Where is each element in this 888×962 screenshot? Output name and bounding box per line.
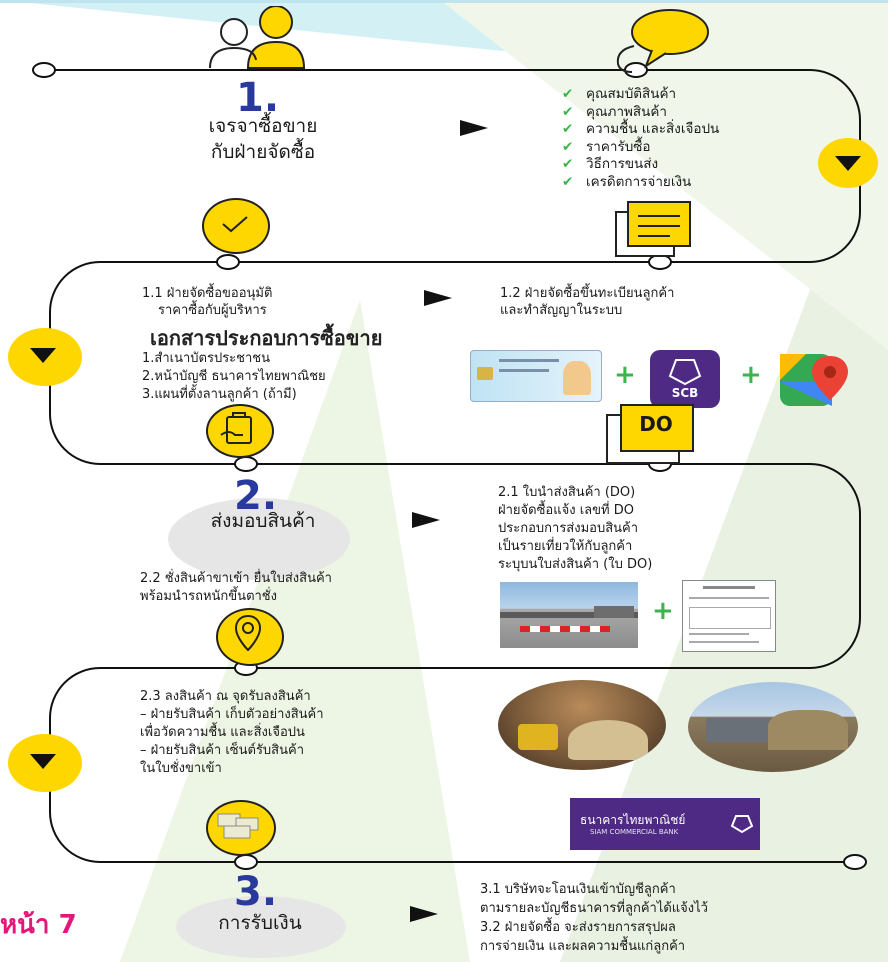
step2-2-text: 2.2 ชั่งสินค้าขาเข้า ยื่นใบส่งสินค้า พร้… [140,571,332,604]
step1-1-line2: ราคาซื้อกับผู้บริหาร [158,303,267,318]
plus-icon: + [652,596,674,626]
path-node [32,62,56,78]
plus-icon: + [614,360,636,390]
scb-label: SCB [671,386,699,400]
documents-list: 1.สำเนาบัตรประชาชน 2.หน้าบัญชี ธนาคารไทย… [142,350,326,404]
delivery-slip-image [682,580,776,652]
chat-bubbles-icon [616,9,709,73]
step2-title: ส่งมอบสินค้า [210,510,316,532]
document-item: 3.แผนที่ตั้งลานลูกค้า (ถ้ามี) [142,387,297,402]
checkmark-icon [222,216,248,233]
bank-name-en: SIAM COMMERCIAL BANK [590,828,679,836]
step2-arrow [412,512,440,528]
down-triangle-icon [835,156,861,171]
step1-title-line1: เจรจาซื้อขาย [208,115,318,137]
step3-title: การรับเงิน [218,912,302,934]
do-label: DO [639,412,673,436]
unloading-photo-2 [688,682,858,772]
step2-1-text: 2.1 ใบนำส่งสินค้า (DO) ฝ่ายจัดซื้อแจ้ง เ… [498,485,653,572]
check-icon: ✔ [562,121,574,137]
checklist-item: ✔คุณสมบัติสินค้า [562,86,677,102]
do-document-front [620,404,694,452]
document-item: 1.สำเนาบัตรประชาชน [142,351,270,366]
documents-heading: เอกสารประกอบการซื้อขาย [150,326,383,350]
step3-arrow [410,906,438,922]
step2-number: 2. [234,473,278,519]
id-card-image [470,350,602,402]
weighbridge-photo [500,582,638,648]
down-triangle-icon [30,754,56,769]
path-node [843,854,867,870]
step1-arrow [460,120,488,136]
checklist-item: ✔เครดิตการจ่ายเงิน [562,173,692,190]
checklist-item: ✔ความชื้น และสิ่งเจือปน [562,121,720,137]
page-number: หน้า 7 [0,910,77,940]
path-node [234,854,258,870]
google-maps-icon [780,354,848,406]
path-node [216,254,240,270]
path-node [234,456,258,472]
step3-text: 3.1 บริษัทจะโอนเงินเข้าบัญชีลูกค้า ตามรา… [480,882,708,954]
bank-name: ธนาคารไทยพาณิชย์ [580,813,686,827]
step1-checklist: ✔คุณสมบัติสินค้า ✔คุณภาพสินค้า ✔ความชื้น… [562,86,719,191]
checklist-item: ✔คุณภาพสินค้า [562,103,668,120]
people-icon [209,6,306,69]
check-icon: ✔ [562,86,574,102]
check-icon: ✔ [562,138,574,155]
document-icon [615,201,691,257]
check-icon: ✔ [562,156,574,172]
check-icon: ✔ [562,173,574,190]
checklist-item: ✔วิธีการขนส่ง [562,156,659,172]
step1-2-line1: 1.2 ฝ่ายจัดซื้อขึ้นทะเบียนลูกค้า [500,286,675,301]
location-circle [216,608,284,666]
step1-number: 1. [236,75,280,121]
document-item: 2.หน้าบัญชี ธนาคารไทยพาณิชย [142,369,326,384]
step3-number: 3. [234,869,278,915]
money-stack-icon [217,813,259,839]
plus-icon: + [740,360,762,390]
down-triangle-icon [30,348,56,363]
step2-backdrop [168,498,350,580]
checklist-item: ✔ราคารับซื้อ [562,138,651,155]
step1-2-line2: และทำสัญญาในระบบ [500,303,623,318]
unloading-photo-1 [498,680,666,770]
step3-backdrop [176,896,346,958]
clipboard-icon [220,412,252,444]
check-icon: ✔ [562,103,574,120]
location-pin-icon [234,614,262,652]
step1-title-line2: กับฝ่ายจัดซื้อ [210,141,316,163]
scb-app-icon: SCB [650,350,720,408]
step2-3-text: 2.3 ลงสินค้า ณ จุดรับลงสินค้า – ฝ่ายรับส… [140,689,324,776]
step1-1-line1: 1.1 ฝ่ายจัดซื้อขออนุมัติ [142,286,273,301]
step1-1-arrow [424,290,452,306]
path-node [624,62,648,78]
scb-bank-banner: ธนาคารไทยพาณิชย์ SIAM COMMERCIAL BANK [570,798,760,850]
